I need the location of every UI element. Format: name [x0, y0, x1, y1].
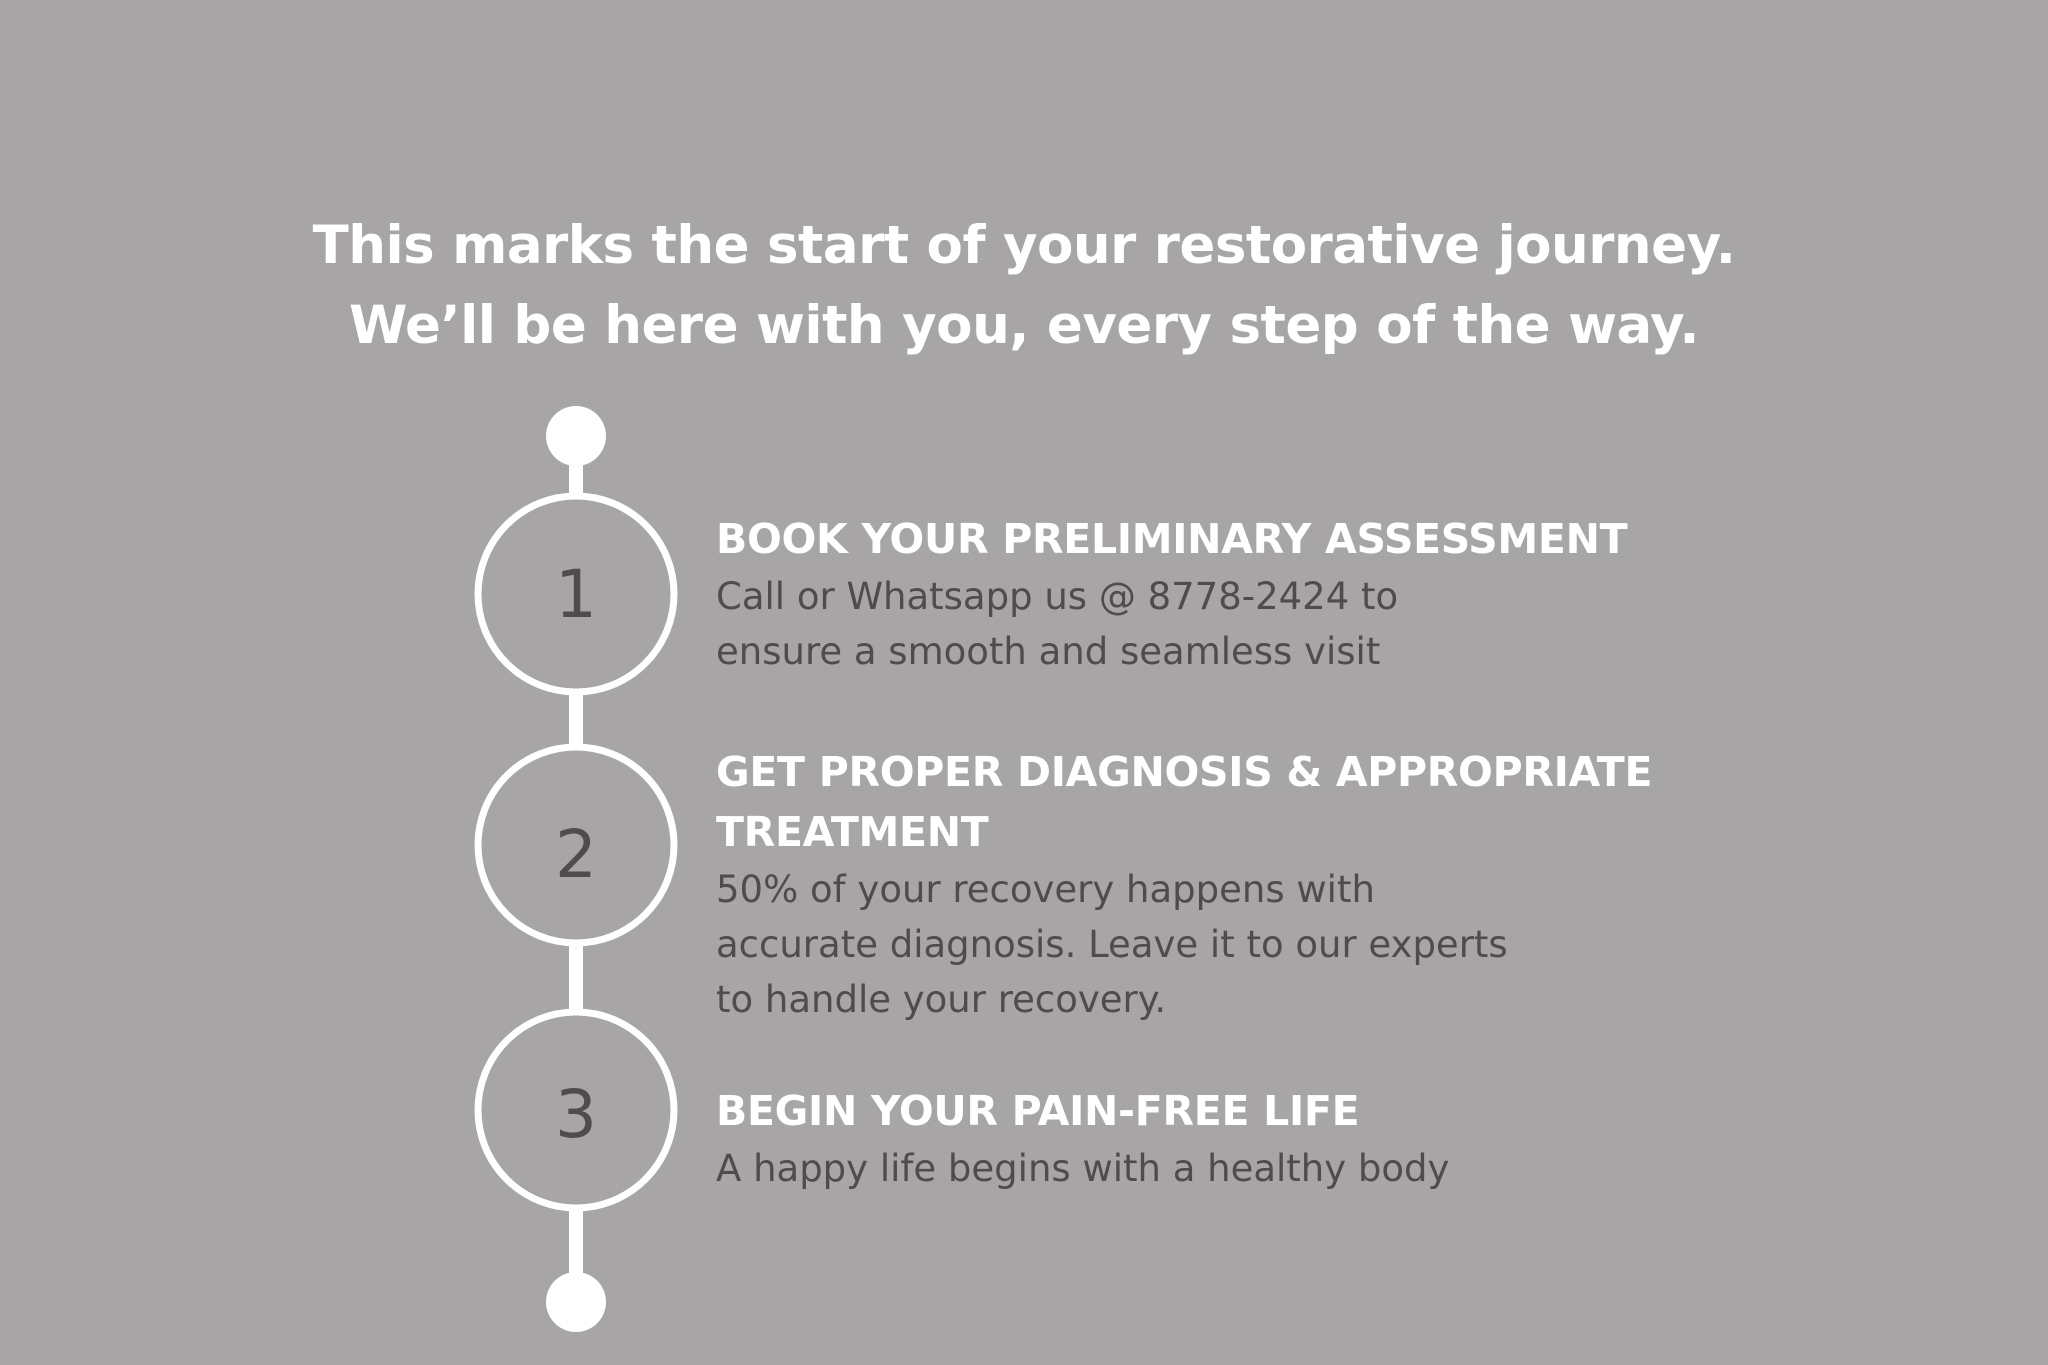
headline-line-1: This marks the start of your restorative…	[312, 215, 1736, 276]
step-3-description-line-1: A happy life begins with a healthy body	[716, 1147, 1450, 1190]
step-2-marker: 2	[474, 743, 678, 947]
step-3-title: BEGIN YOUR PAIN-FREE LIFE	[716, 1087, 1360, 1135]
step-1-description-line-1: Call or Whatsapp us @ 8778-2424 to	[716, 575, 1399, 618]
step-3-number: 3	[555, 1076, 597, 1153]
timeline-connector-1-2	[569, 693, 583, 745]
step-2-circle	[474, 743, 678, 947]
step-2-number: 2	[555, 816, 597, 893]
step-1-number: 1	[555, 556, 597, 633]
step-1-circle	[474, 492, 678, 696]
step-1-marker: 1	[474, 492, 678, 696]
step-3-circle	[474, 1008, 678, 1212]
step-2-description-line-3: to handle your recovery.	[716, 978, 1167, 1021]
step-2-description-line-2: accurate diagnosis. Leave it to our expe…	[716, 923, 1508, 966]
step-2-title-line-2: TREATMENT	[716, 808, 989, 856]
step-3-marker: 3	[474, 1008, 678, 1212]
step-2-content: GET PROPER DIAGNOSIS & APPROPRIATE TREAT…	[716, 742, 1716, 1027]
timeline-end-dot	[546, 1272, 606, 1332]
step-3-content: BEGIN YOUR PAIN-FREE LIFE A happy life b…	[716, 1081, 1716, 1196]
step-1-content: BOOK YOUR PRELIMINARY ASSESSMENT Call or…	[716, 509, 1716, 679]
timeline-start-dot	[546, 406, 606, 466]
timeline-connector-2-3	[569, 945, 583, 1011]
headline-line-2: We’ll be here with you, every step of th…	[348, 295, 1700, 356]
step-2-description-line-1: 50% of your recovery happens with	[716, 868, 1375, 911]
step-1-description-line-2: ensure a smooth and seamless visit	[716, 630, 1381, 673]
step-2-title-line-1: GET PROPER DIAGNOSIS & APPROPRIATE	[716, 748, 1653, 796]
page-headline: This marks the start of your restorative…	[0, 206, 2048, 366]
step-1-title: BOOK YOUR PRELIMINARY ASSESSMENT	[716, 515, 1628, 563]
